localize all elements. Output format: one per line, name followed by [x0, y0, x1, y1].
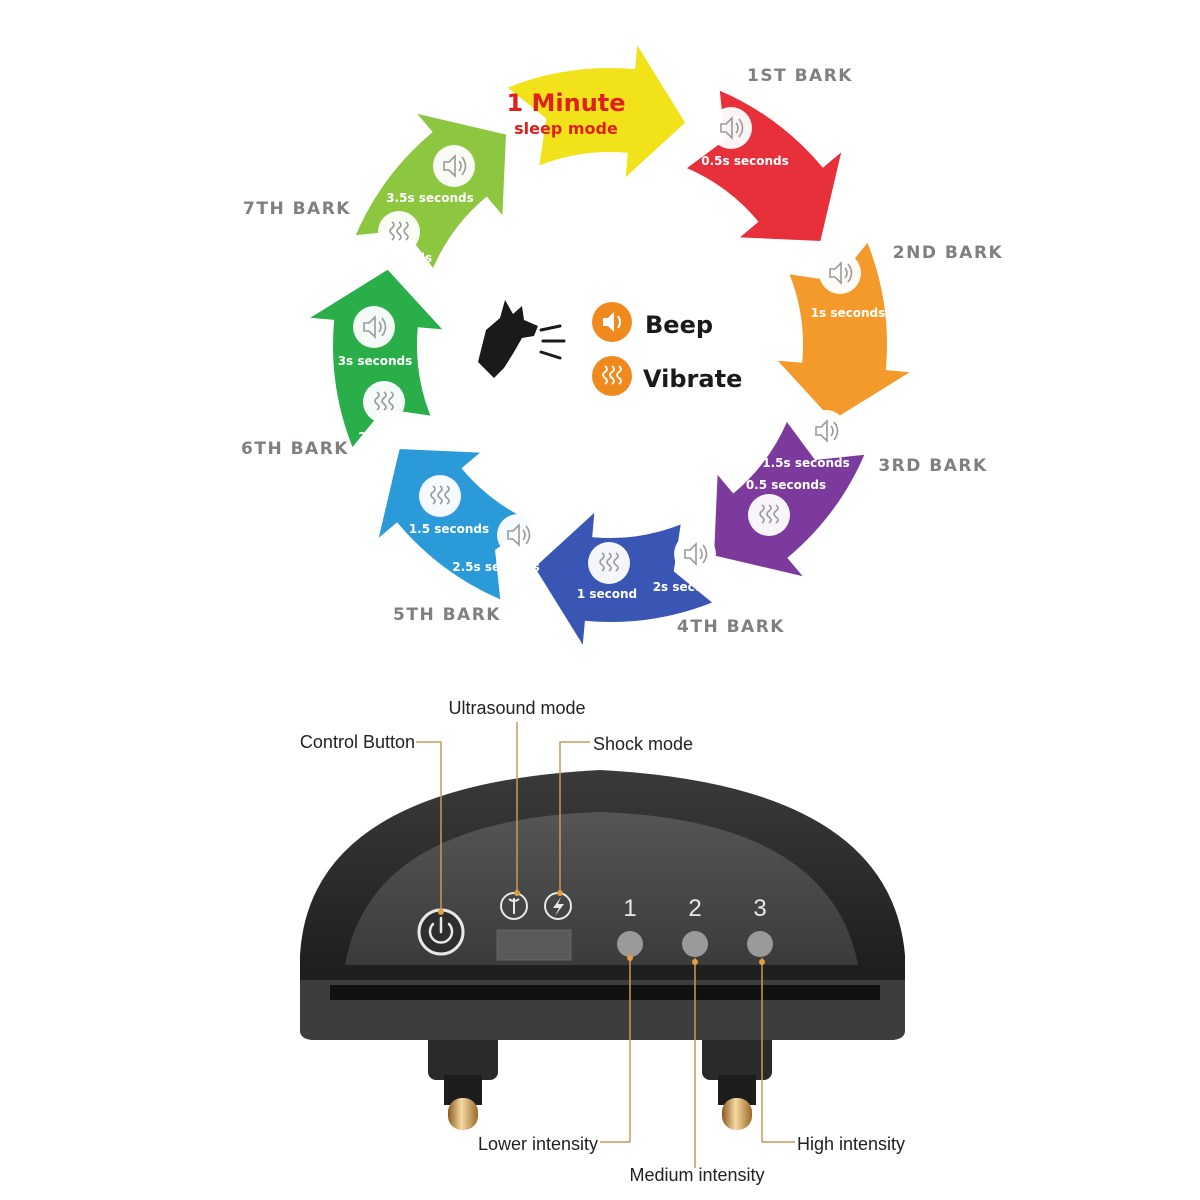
bark-label-3: 3RD BARK [878, 456, 987, 476]
indicator-number-2: 2 [688, 895, 701, 922]
legend-vibrate: Vibrate [592, 356, 742, 396]
speaker-icon [352, 305, 396, 349]
bark-7-vibrate-duration: 2.5 seconds [352, 251, 432, 265]
high-intensity-label: High intensity [797, 1134, 905, 1154]
medium-intensity-label: Medium intensity [629, 1165, 764, 1185]
intensity-light-3 [747, 931, 773, 957]
bark-2-beep: 1s seconds [811, 251, 886, 320]
intensity-light-1 [617, 931, 643, 957]
lower-intensity-label: Lower intensity [478, 1134, 598, 1154]
bark-6-beep-duration: 3s seconds [338, 354, 413, 368]
bark-7-beep-duration: 3.5s seconds [386, 191, 474, 205]
led-display [496, 929, 572, 961]
vibration-icon [587, 541, 631, 585]
control-button-label: Control Button [300, 732, 415, 752]
legend-beep: Beep [592, 302, 713, 342]
vibration-icon [362, 380, 406, 424]
bark-5-arrow [375, 446, 538, 603]
bark-4-arrow [532, 507, 717, 651]
bark-label-4: 4TH BARK [677, 617, 785, 637]
callout-dots [438, 890, 765, 965]
ultrasound-mode-label: Ultrasound mode [448, 698, 585, 718]
bark-6-arrow [304, 267, 448, 452]
bark-6-vibrate-duration: 2 seconds [358, 430, 425, 444]
bark-4-vibrate-duration: 1 second [577, 587, 637, 601]
vibration-icon [592, 356, 632, 396]
bark-2-beep-duration: 1s seconds [811, 306, 886, 320]
intensity-light-2 [682, 931, 708, 957]
sleep-mode-subtitle: sleep mode [514, 119, 618, 138]
bark-label-7: 7TH BARK [243, 199, 351, 219]
bark-7-stimuli: 3.5s seconds 2.5 seconds [352, 144, 476, 265]
bark-5-beep-duration: 2.5s seconds [452, 560, 540, 574]
speaker-icon [804, 409, 848, 453]
legend-vibrate-label: Vibrate [643, 365, 742, 393]
indicator-number-3: 3 [753, 895, 766, 922]
speaker-icon [709, 106, 753, 150]
speaker-icon [432, 144, 476, 188]
barking-dog-icon [478, 300, 566, 378]
left-prong [428, 1025, 498, 1130]
speaker-icon [496, 513, 540, 557]
bark-3-stimuli: 1.5s seconds 0.5 seconds [746, 409, 850, 537]
speaker-icon [818, 251, 862, 295]
bark-5-vibrate-duration: 1.5 seconds [409, 522, 489, 536]
bark-6-stimuli: 3s seconds 2 seconds [338, 305, 426, 444]
collar-device: 1 2 3 [300, 770, 905, 1130]
vibration-icon [747, 493, 791, 537]
bark-4-beep-duration: 2s seconds [653, 580, 728, 594]
bark-label-2: 2ND BARK [893, 243, 1003, 263]
power-icon [428, 916, 454, 944]
bark-3-arrow [711, 417, 868, 580]
speaker-icon [592, 302, 632, 342]
sleep-arrow [503, 39, 688, 183]
control-panel [345, 812, 858, 965]
bark-label-1: 1ST BARK [747, 66, 853, 86]
bark-3-vibrate-duration: 0.5 seconds [746, 478, 826, 492]
bark-3-beep-duration: 1.5s seconds [762, 456, 850, 470]
legend-beep-label: Beep [645, 311, 713, 339]
bark-label-5: 5TH BARK [393, 605, 501, 625]
vibration-icon [377, 210, 421, 254]
speaker-icon [673, 532, 717, 576]
sleep-mode-title: 1 Minute [506, 89, 625, 117]
control-button[interactable] [417, 908, 465, 956]
bark-label-6: 6TH BARK [241, 439, 349, 459]
bark-1-beep-duration: 0.5s seconds [701, 154, 789, 168]
bark-5-stimuli: 1.5 seconds 2.5s seconds [409, 474, 540, 574]
indicator-number-1: 1 [623, 895, 636, 922]
shock-mode-label: Shock mode [593, 734, 693, 754]
vibration-icon [418, 474, 462, 518]
bark-1-beep: 0.5s seconds [701, 106, 789, 168]
bark-4-stimuli: 1 second 2s seconds [577, 532, 728, 601]
callout-lines [416, 722, 795, 1168]
